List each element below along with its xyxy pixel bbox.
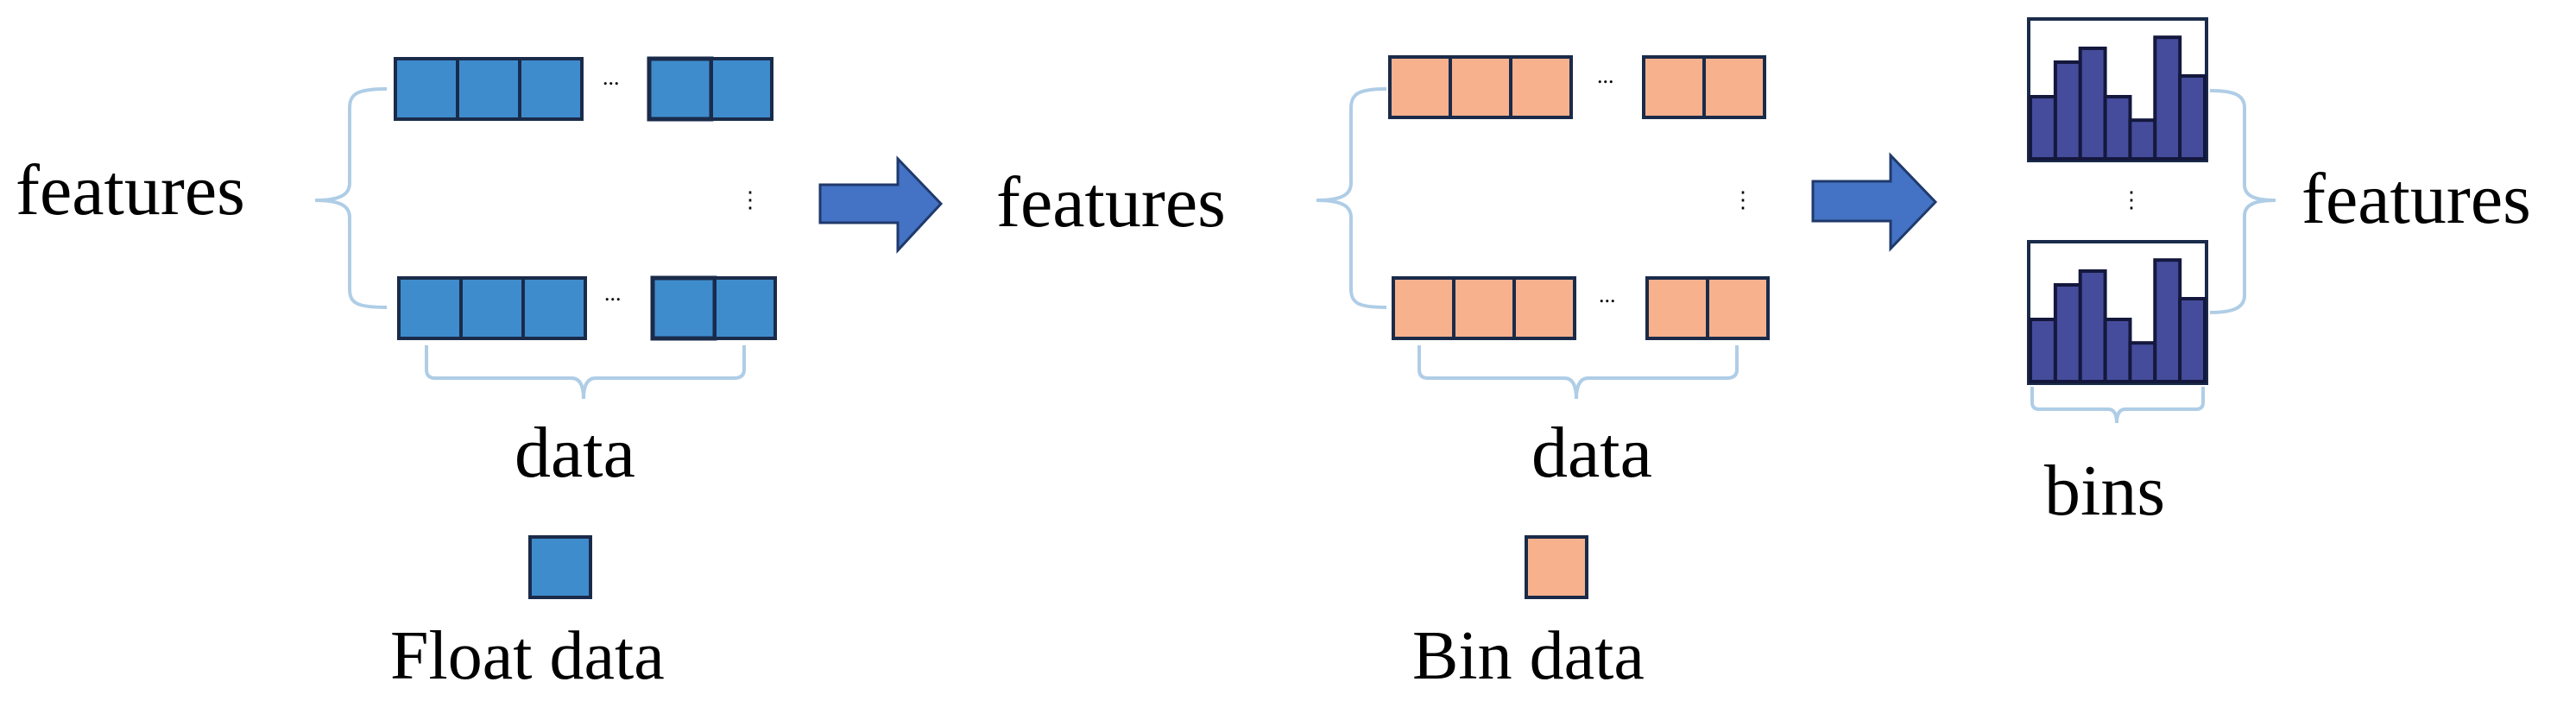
histogram-bar	[2053, 283, 2082, 383]
legend: Float data Bin data	[390, 535, 1645, 694]
histogram-bar	[2053, 60, 2082, 161]
histogram-bar	[2128, 341, 2157, 384]
histogram-bar	[2103, 95, 2132, 161]
float-data-panel: features ... ⋮ ... data	[16, 56, 777, 493]
bins-brace	[2030, 387, 2205, 424]
float-cell	[459, 276, 525, 340]
histogram-bar	[2078, 269, 2107, 383]
bin-cell	[1388, 55, 1452, 119]
float-cell	[647, 56, 714, 122]
bin-cell	[1642, 55, 1706, 119]
float-cell	[518, 57, 584, 121]
float-features-brace	[314, 87, 388, 309]
bin-row-ellipsis: ...	[1597, 63, 1614, 88]
bin-column-ellipsis: ⋮	[1732, 187, 1754, 212]
bin-cell	[1512, 276, 1576, 340]
histogram-bar	[2103, 318, 2132, 383]
bin-data-legend-swatch	[1525, 535, 1588, 599]
float-data-label: data	[515, 413, 635, 493]
float-row-bottom: ...	[397, 275, 777, 341]
histogram-top	[2027, 17, 2208, 162]
bin-cell	[1449, 55, 1512, 119]
histogram-bar	[2153, 258, 2182, 384]
float-column-ellipsis: ⋮	[739, 187, 761, 212]
histogram-bar	[2178, 74, 2207, 161]
bin-data-panel: features ... ⋮ ... data	[996, 55, 1770, 493]
float-cell	[713, 276, 777, 340]
bin-data-brace	[1417, 345, 1739, 400]
bin-cell	[1452, 276, 1516, 340]
histogram-bar	[2029, 318, 2057, 383]
histogram-bottom	[2027, 240, 2208, 385]
histogram-features-brace	[2209, 89, 2276, 314]
bin-data-label: data	[1531, 413, 1652, 493]
float-data-legend-label: Float data	[390, 618, 665, 694]
histogram-features-label: features	[2301, 159, 2531, 239]
right-arrow-icon	[818, 155, 944, 254]
histogram-ellipsis: ⋮	[2120, 187, 2143, 212]
bin-data-legend-label: Bin data	[1412, 618, 1645, 694]
bin-features-brace	[1316, 87, 1387, 309]
bin-cell	[1702, 55, 1766, 119]
float-data-legend-swatch	[528, 535, 592, 599]
bin-cell	[1392, 276, 1455, 340]
float-row-ellipsis: ...	[603, 65, 620, 90]
right-arrow-icon	[1811, 152, 1938, 252]
histogram-panel: ⋮ features bins	[2027, 17, 2531, 531]
bin-cell	[1706, 276, 1770, 340]
bin-cell	[1645, 276, 1709, 340]
histogram-bars	[2029, 35, 2207, 161]
float-cell	[650, 275, 717, 341]
float-row-ellipsis: ...	[604, 281, 622, 306]
bin-features-label: features	[996, 162, 1226, 243]
bin-row-bottom: ...	[1392, 276, 1770, 340]
bin-row-top: ...	[1388, 55, 1766, 119]
histogram-bar	[2153, 35, 2182, 161]
bin-row-ellipsis: ...	[1599, 282, 1616, 307]
histogram-bar	[2178, 297, 2207, 383]
bins-label: bins	[2044, 451, 2165, 531]
float-features-label: features	[16, 150, 245, 231]
histogram-bar	[2128, 118, 2157, 161]
float-cell	[710, 57, 773, 121]
float-cell	[521, 276, 587, 340]
histogram-bars	[2029, 258, 2207, 384]
float-cell	[397, 276, 463, 340]
float-data-brace	[425, 345, 746, 400]
bin-cell	[1509, 55, 1573, 119]
histogram-bar	[2078, 47, 2107, 161]
float-cell	[456, 57, 521, 121]
histogram-bar	[2029, 95, 2057, 161]
float-cell	[394, 57, 459, 121]
float-row-top: ...	[394, 56, 773, 122]
